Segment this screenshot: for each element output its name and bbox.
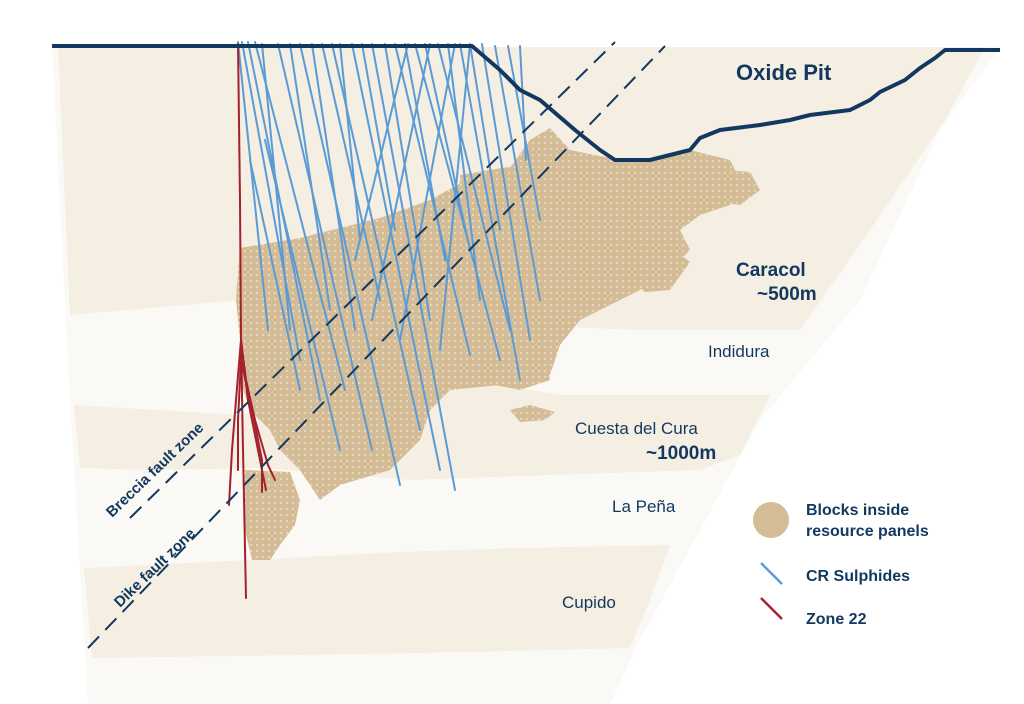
legend-cr-sulphides-swatch [760,562,783,585]
cupido-band [84,545,670,658]
caracol-depth-label: ~500m [757,284,817,305]
legend-blocks-swatch [753,502,789,538]
cuesta-del-cura-label: Cuesta del Cura [575,419,698,438]
la-pena-label: La Peña [612,497,676,516]
legend-blocks-label-1: Blocks inside [806,502,909,519]
legend-zone22-swatch [760,597,783,620]
legend-cr-sulphides-label: CR Sulphides [806,568,910,585]
topography-line [52,44,1000,162]
legend-zone22-label: Zone 22 [806,611,867,628]
cupido-label: Cupido [562,593,616,612]
legend-blocks-label-2: resource panels [806,523,929,540]
zone22-traces [228,43,276,599]
cuesta-depth-label: ~1000m [646,443,716,464]
dike-fault-line [87,45,666,649]
oxide-pit-label: Oxide Pit [736,60,832,85]
caracol-label: Caracol [736,260,806,281]
fault-lines [87,41,666,649]
indidura-label: Indidura [708,342,770,361]
cr-sulphides-traces [237,41,541,491]
legend: Blocks inside resource panels CR Sulphid… [753,502,929,628]
breccia-fault-line [129,41,616,519]
